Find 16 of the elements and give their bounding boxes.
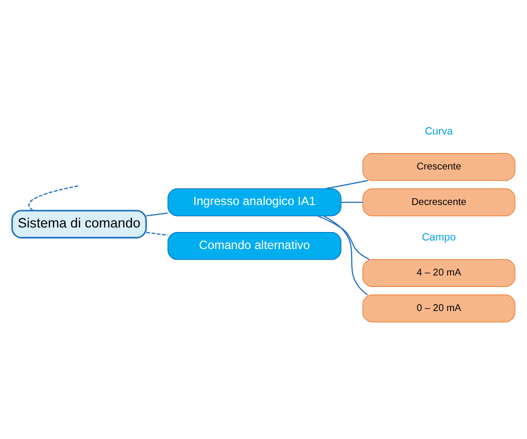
- node-box: 4 – 20 mA: [362, 258, 516, 286]
- connector: [341, 201, 363, 202]
- label: Campo: [422, 230, 456, 243]
- connector: [28, 184, 79, 210]
- node-box: Decrescente: [362, 188, 516, 216]
- connector: [323, 214, 368, 295]
- node-box: Crescente: [362, 152, 516, 180]
- node-box: 0 – 20 mA: [362, 294, 516, 322]
- node-box: Ingresso analogico IA1: [168, 188, 342, 216]
- node-box: Comando alternativo: [168, 232, 342, 260]
- label: Curva: [424, 124, 453, 137]
- connector: [146, 231, 168, 236]
- connector: [325, 179, 368, 189]
- connector: [146, 212, 168, 216]
- node-box: Sistema di comando: [11, 209, 147, 238]
- connector: [317, 214, 370, 260]
